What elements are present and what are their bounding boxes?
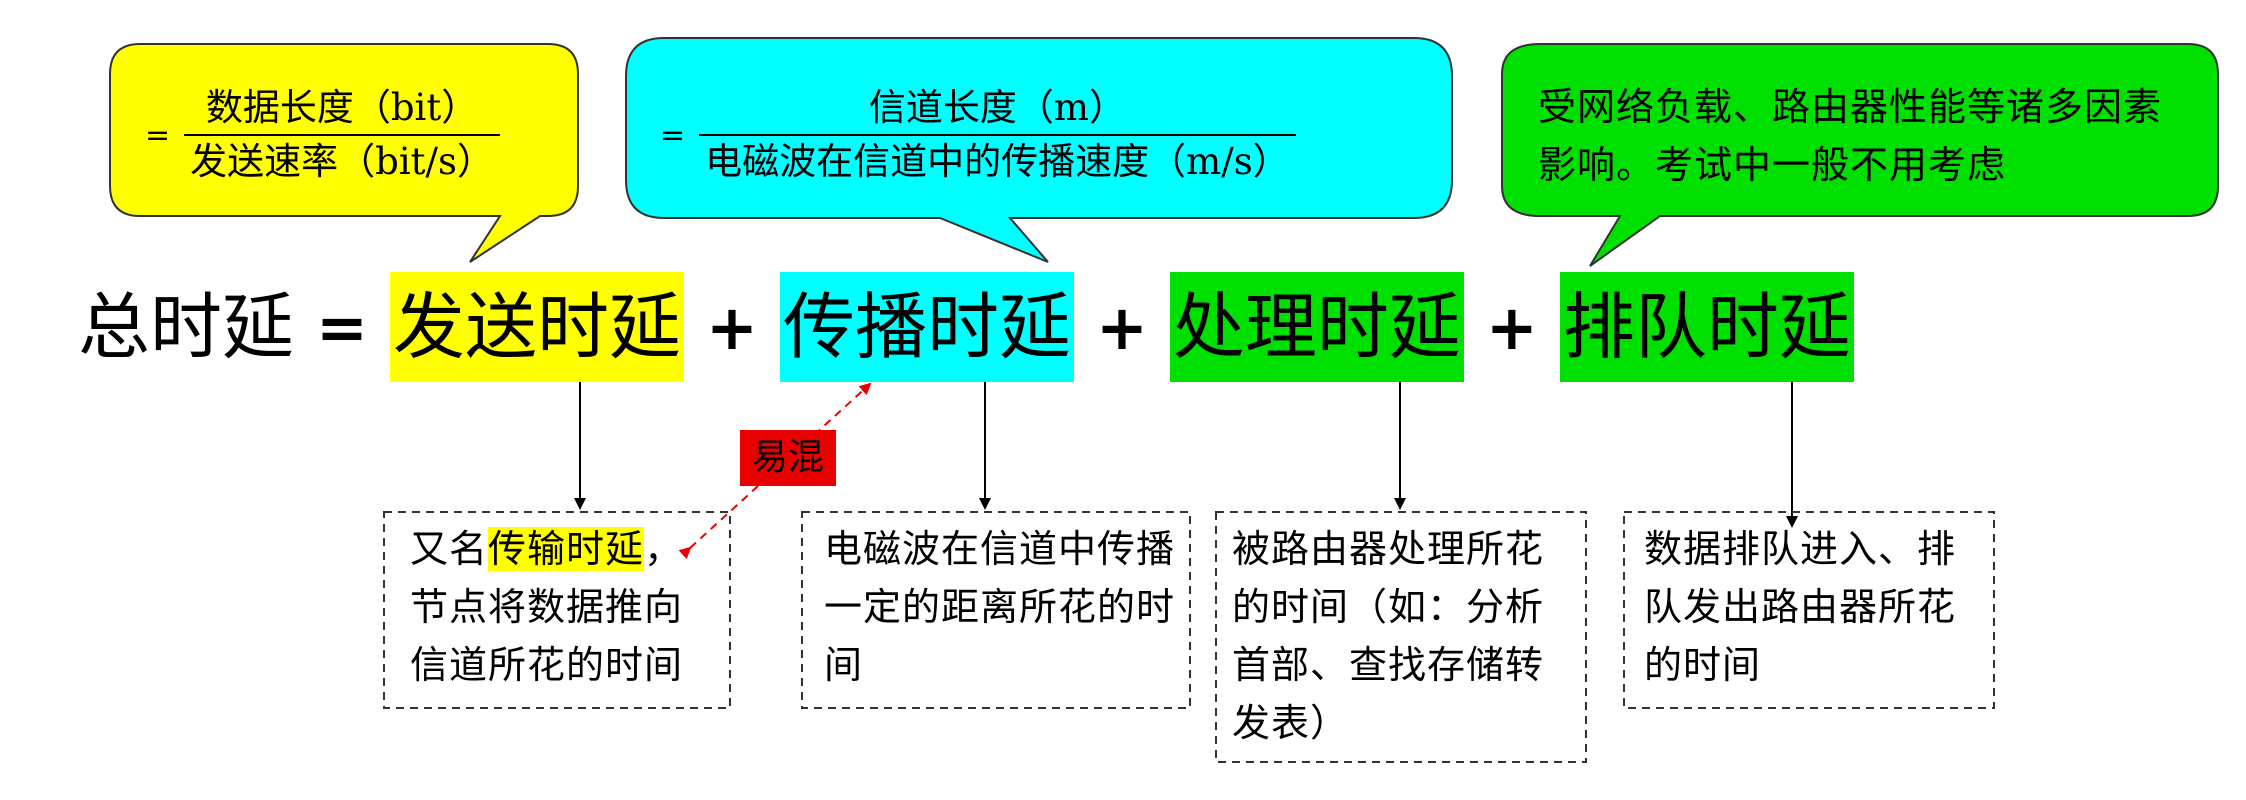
plus-sign: + (1095, 290, 1148, 364)
processing-delay-term: 处理时延 (1169, 272, 1464, 382)
transmission-delay-note: 又名传输时延，节点将数据推向信道所花的时间 (410, 520, 720, 694)
plus-sign: + (1485, 290, 1538, 364)
queuing-delay-term: 排队时延 (1559, 272, 1854, 382)
formula-numerator: 信道长度（m） (868, 86, 1126, 129)
note-rest: ，节点将数据推向信道所花的时间 (410, 527, 684, 687)
equals-sign: = (316, 290, 368, 364)
formula-equals: = (145, 117, 171, 153)
transmission-delay-formula: = 数据长度（bit） 发送速率（bit/s） (145, 82, 500, 188)
total-delay-label: 总时延 (78, 285, 295, 369)
propagation-delay-term: 传播时延 (779, 272, 1074, 382)
other-delays-note: 受网络负载、路由器性能等诸多因素影响。考试中一般不用考虑 (1538, 85, 2163, 187)
alias-highlight: 传输时延 (488, 527, 645, 571)
plus-sign: + (705, 290, 758, 364)
formula-denominator: 电磁波在信道中的传播速度（m/s） (699, 134, 1296, 188)
propagation-delay-note: 电磁波在信道中传播一定的距离所花的时间 (824, 527, 1176, 687)
total-delay-equation: 总时延 = 发送时延 + 传播时延 + 处理时延 + 排队时延 (78, 272, 1854, 382)
transmission-delay-term: 发送时延 (389, 272, 684, 382)
propagation-delay-formula: = 信道长度（m） 电磁波在信道中的传播速度（m/s） (660, 82, 1296, 188)
processing-delay-note: 被路由器处理所花的时间（如：分析首部、查找存储转发表） (1232, 527, 1545, 745)
note-prefix: 又名 (410, 527, 489, 571)
formula-equals: = (660, 117, 686, 153)
formula-denominator: 发送速率（bit/s） (184, 134, 500, 188)
confusable-badge: 易混 (740, 430, 836, 486)
formula-numerator: 数据长度（bit） (205, 86, 479, 129)
queuing-delay-note: 数据排队进入、排队发出路由器所花的时间 (1644, 527, 1957, 687)
